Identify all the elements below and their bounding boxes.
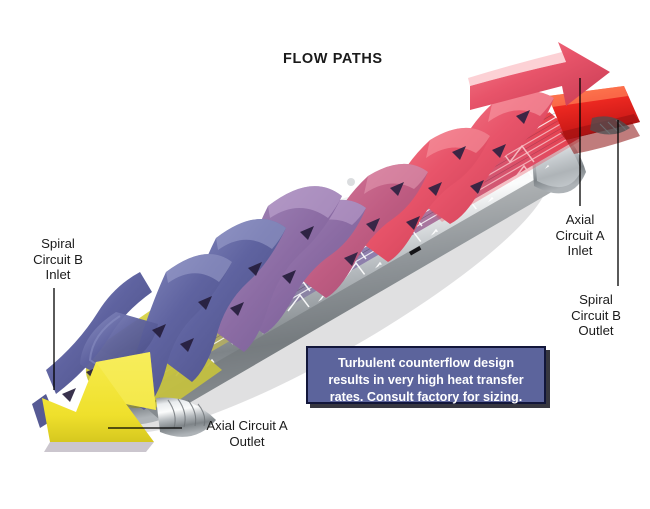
callout-axial-circuit-a-inlet: Axial Circuit A Inlet [544, 212, 616, 259]
callout-line: Circuit A [555, 227, 605, 243]
callout-line: Outlet [229, 433, 265, 449]
callout-line: Circuit B [33, 251, 83, 267]
callout-line: Inlet [567, 243, 593, 259]
callout-spiral-circuit-b-outlet: Spiral Circuit B Outlet [552, 292, 640, 339]
info-line: rates. Consult factory for sizing. [329, 389, 523, 404]
callout-line: Spiral [41, 236, 75, 251]
axial-flow-ribbons [234, 91, 554, 334]
callout-axial-circuit-a-outlet: Axial Circuit A Outlet [186, 418, 308, 449]
callout-spiral-circuit-b-inlet: Spiral Circuit B Inlet [12, 236, 104, 283]
callout-line: Circuit B [571, 307, 621, 323]
callout-line: Outlet [578, 323, 614, 339]
axial-flow-arrowheads [344, 110, 530, 266]
callout-line: Axial Circuit A [206, 418, 288, 433]
callout-line: Spiral [579, 292, 613, 307]
axial-inlet-block [548, 86, 640, 154]
info-line: results in very high heat transfer [328, 372, 524, 387]
leader-lines [53, 78, 619, 429]
callout-line: Axial [565, 212, 595, 227]
axial-outlet-arrow [42, 352, 156, 452]
axial-inlet-arrow [468, 42, 610, 110]
info-line: Turbulent counterflow design [337, 356, 515, 370]
nozzle-ribs [167, 398, 206, 429]
callout-line: Inlet [45, 267, 71, 283]
info-callout-box: Turbulent counterflow design results in … [306, 346, 546, 404]
page-title: FLOW PATHS [283, 51, 383, 67]
